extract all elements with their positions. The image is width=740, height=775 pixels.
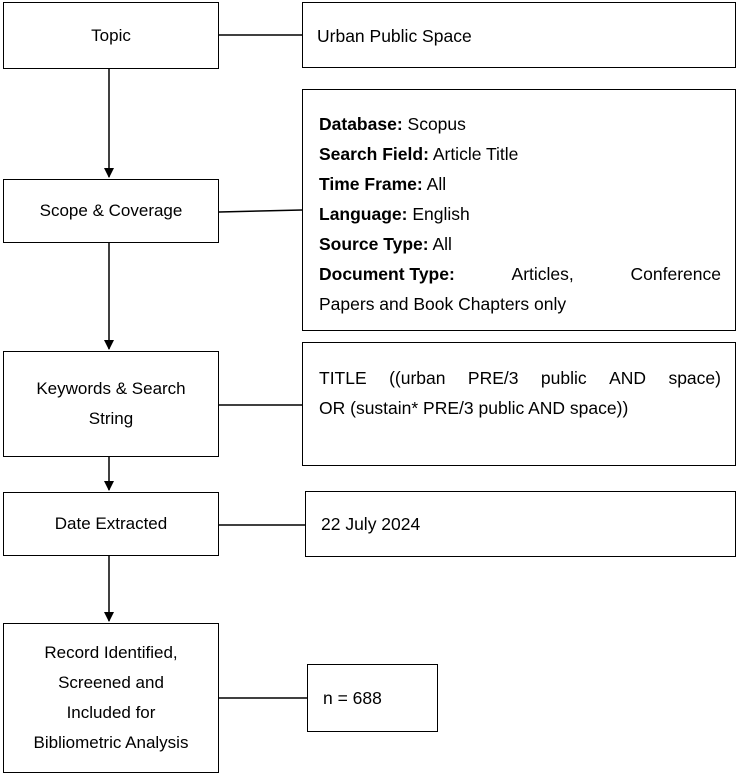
topic-label: Topic — [91, 25, 131, 45]
topic-value: Urban Public Space — [317, 26, 472, 46]
detail-source-type: Source Type: All — [319, 234, 452, 254]
topic-box: Topic — [3, 2, 219, 69]
topic-value-box: Urban Public Space — [302, 2, 736, 68]
count-value: n = 688 — [323, 688, 382, 708]
record-label-line-4: Bibliometric Analysis — [33, 733, 189, 752]
record-label-line-2: Screened and — [58, 673, 164, 692]
scope-details-box: Database: Scopus Search Field: Article T… — [302, 89, 736, 331]
keywords-label-line-2: String — [88, 409, 134, 428]
search-string-box: TITLE ((urban PRE/3 public AND space) OR… — [302, 342, 736, 466]
date-value-box: 22 July 2024 — [305, 491, 736, 557]
date-value: 22 July 2024 — [321, 514, 421, 534]
date-label: Date Extracted — [54, 514, 168, 533]
detail-time-frame: Time Frame: All — [319, 174, 447, 194]
record-box: Record Identified, Screened and Included… — [3, 623, 219, 773]
count-value-box: n = 688 — [307, 664, 438, 732]
detail-document-type-continuation: Papers and Book Chapters only — [319, 294, 567, 314]
search-string-line-1: TITLE ((urban PRE/3 public AND space) — [319, 368, 721, 388]
link-scope — [218, 209, 303, 213]
keywords-label-line-1: Keywords & Search — [36, 379, 186, 398]
detail-search-field: Search Field: Article Title — [319, 144, 519, 164]
date-box: Date Extracted — [3, 492, 219, 556]
record-label-line-1: Record Identified, — [44, 643, 178, 662]
search-string-line-2: OR (sustain* PRE/3 public AND space)) — [319, 398, 629, 418]
detail-database: Database: Scopus — [319, 114, 466, 134]
detail-language: Language: English — [319, 204, 470, 224]
record-label-line-3: Included for — [66, 703, 156, 722]
keywords-box: Keywords & Search String — [3, 351, 219, 457]
detail-document-type: Document Type: Articles, Conference — [319, 264, 721, 284]
scope-box: Scope & Coverage — [3, 179, 219, 243]
scope-label: Scope & Coverage — [39, 201, 183, 220]
